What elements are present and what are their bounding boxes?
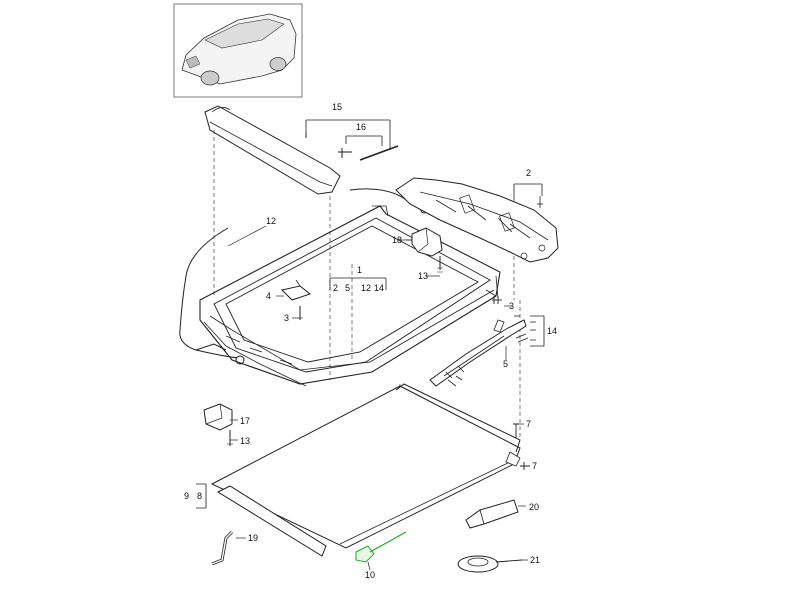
guide-rail-right bbox=[429, 319, 529, 387]
callout-labels: 15 16 2 12 18 13 1 2 5 12 14 4 3 3 14 5 … bbox=[184, 102, 557, 580]
callout-21: 21 bbox=[530, 555, 540, 565]
callout-7b: 7 bbox=[532, 461, 537, 471]
callout-bracket-9-8 bbox=[196, 483, 207, 509]
callout-13b: 13 bbox=[240, 436, 250, 446]
callout-10: 10 bbox=[365, 570, 375, 580]
callout-2: 2 bbox=[526, 168, 531, 178]
callout-bracket-1 bbox=[329, 277, 387, 290]
callout-5: 5 bbox=[503, 359, 508, 369]
wind-deflector-part bbox=[204, 105, 341, 195]
callout-20: 20 bbox=[529, 502, 539, 512]
callout-7a: 7 bbox=[526, 419, 531, 429]
callout-1: 1 bbox=[357, 265, 362, 275]
tool-part-19 bbox=[211, 530, 234, 566]
callout-1-sub-12: 12 bbox=[361, 283, 371, 293]
grease-tube-20 bbox=[465, 499, 519, 529]
callout-9: 9 bbox=[184, 491, 189, 501]
roof-frame-assembly bbox=[199, 205, 501, 387]
callout-1-sub-14: 14 bbox=[374, 283, 384, 293]
callout-15: 15 bbox=[332, 102, 342, 112]
callout-13a: 13 bbox=[418, 271, 428, 281]
callout-8: 8 bbox=[197, 491, 202, 501]
screw-3-right bbox=[492, 296, 502, 304]
drive-motor-17 bbox=[203, 403, 233, 446]
callout-12: 12 bbox=[266, 216, 276, 226]
callout-bracket-2 bbox=[513, 183, 543, 208]
trim-strip-8 bbox=[216, 485, 327, 557]
vehicle-thumbnail bbox=[173, 3, 303, 98]
callout-3a: 3 bbox=[284, 313, 289, 323]
callout-bracket-14 bbox=[514, 315, 545, 347]
drain-hose bbox=[179, 188, 428, 365]
clip-part-10 bbox=[355, 531, 407, 563]
callout-17: 17 bbox=[240, 416, 250, 426]
tape-roll-21 bbox=[457, 555, 523, 573]
callout-18: 18 bbox=[392, 235, 402, 245]
callout-1-sub-5: 5 bbox=[345, 283, 350, 293]
callout-19: 19 bbox=[248, 533, 258, 543]
drive-motor-18 bbox=[406, 227, 443, 273]
callout-4: 4 bbox=[266, 291, 271, 301]
mounting-bracket-4 bbox=[281, 279, 312, 320]
callout-bracket-15-16 bbox=[305, 119, 391, 150]
cable-clip-part bbox=[338, 143, 399, 161]
callout-1-sub-2: 2 bbox=[333, 283, 338, 293]
callout-16: 16 bbox=[356, 122, 366, 132]
rear-bracket-part bbox=[395, 177, 559, 263]
callout-14: 14 bbox=[547, 326, 557, 336]
leader-lines bbox=[227, 225, 530, 571]
callout-3b: 3 bbox=[509, 301, 514, 311]
sunshade-panel bbox=[210, 383, 521, 549]
